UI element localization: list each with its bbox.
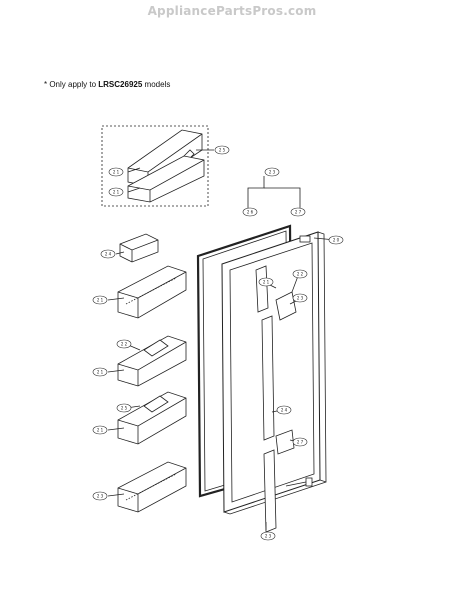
dispenser-lower — [275, 429, 295, 455]
door-bin-3 — [117, 391, 187, 445]
callout-c-4: 2 3 — [264, 167, 280, 177]
svg-text:2 3: 2 3 — [297, 296, 304, 301]
svg-text:2 4: 2 4 — [105, 252, 112, 257]
callout-c-6: 2 7 — [290, 207, 306, 217]
door-bin-1 — [117, 265, 187, 319]
svg-text:2 3: 2 3 — [269, 170, 276, 175]
callout-c-5: 2 6 — [242, 207, 258, 217]
svg-text:2 1: 2 1 — [113, 190, 120, 195]
model-note: * Only apply to LRSC26925 models — [44, 80, 170, 89]
callout-c-19: 2 7 — [292, 437, 308, 447]
svg-text:2 6: 2 6 — [247, 210, 254, 215]
door-bin-4 — [117, 461, 187, 513]
svg-text:2 4: 2 4 — [281, 408, 288, 413]
svg-text:2 2: 2 2 — [121, 342, 128, 347]
door-bin-2 — [117, 335, 187, 387]
svg-text:2 1: 2 1 — [97, 298, 104, 303]
callout-c-8: 2 4 — [100, 249, 116, 259]
dispenser-upper — [255, 265, 297, 321]
callout-c-11: 2 1 — [92, 367, 108, 377]
svg-text:2 7: 2 7 — [295, 210, 302, 215]
callout-c-14: 2 3 — [92, 491, 108, 501]
callout-c-13: 2 1 — [92, 425, 108, 435]
door-handle — [261, 315, 275, 441]
svg-text:2 5: 2 5 — [121, 406, 128, 411]
callout-c-16: 2 2 — [292, 269, 308, 279]
callout-c-3: 2 1 — [108, 187, 124, 197]
callout-c-12: 2 5 — [116, 403, 132, 413]
callout-c-15: 2 1 — [258, 277, 274, 287]
note-prefix: * Only apply to — [44, 80, 97, 89]
callout-c-18: 2 4 — [276, 405, 292, 415]
door-shelf-lower — [127, 155, 205, 203]
callout-c-9: 2 1 — [92, 295, 108, 305]
optional-parts-box — [101, 125, 209, 207]
hinge-pin — [305, 477, 313, 487]
small-bin — [119, 233, 159, 263]
svg-text:2 3: 2 3 — [265, 534, 272, 539]
callout-c-1: 2 5 — [214, 145, 230, 155]
callout-c-10: 2 2 — [116, 339, 132, 349]
svg-text:2 7: 2 7 — [297, 440, 304, 445]
svg-text:2 2: 2 2 — [297, 272, 304, 277]
svg-text:2 1: 2 1 — [113, 170, 120, 175]
svg-text:2 1: 2 1 — [97, 428, 104, 433]
callout-c-2: 2 1 — [108, 167, 124, 177]
svg-text:2 5: 2 5 — [219, 148, 226, 153]
callout-c-17: 2 3 — [292, 293, 308, 303]
lower-trim — [263, 449, 277, 533]
note-model: LRSC26925 — [98, 80, 143, 89]
svg-text:2 0: 2 0 — [333, 238, 340, 243]
svg-text:2 1: 2 1 — [97, 370, 104, 375]
svg-text:2 3: 2 3 — [97, 494, 104, 499]
site-watermark: AppliancePartsPros.com — [147, 4, 317, 18]
svg-text:2 1: 2 1 — [263, 280, 270, 285]
note-suffix: models — [144, 80, 171, 89]
callout-c-7: 2 0 — [328, 235, 344, 245]
callout-c-20: 2 3 — [260, 531, 276, 541]
